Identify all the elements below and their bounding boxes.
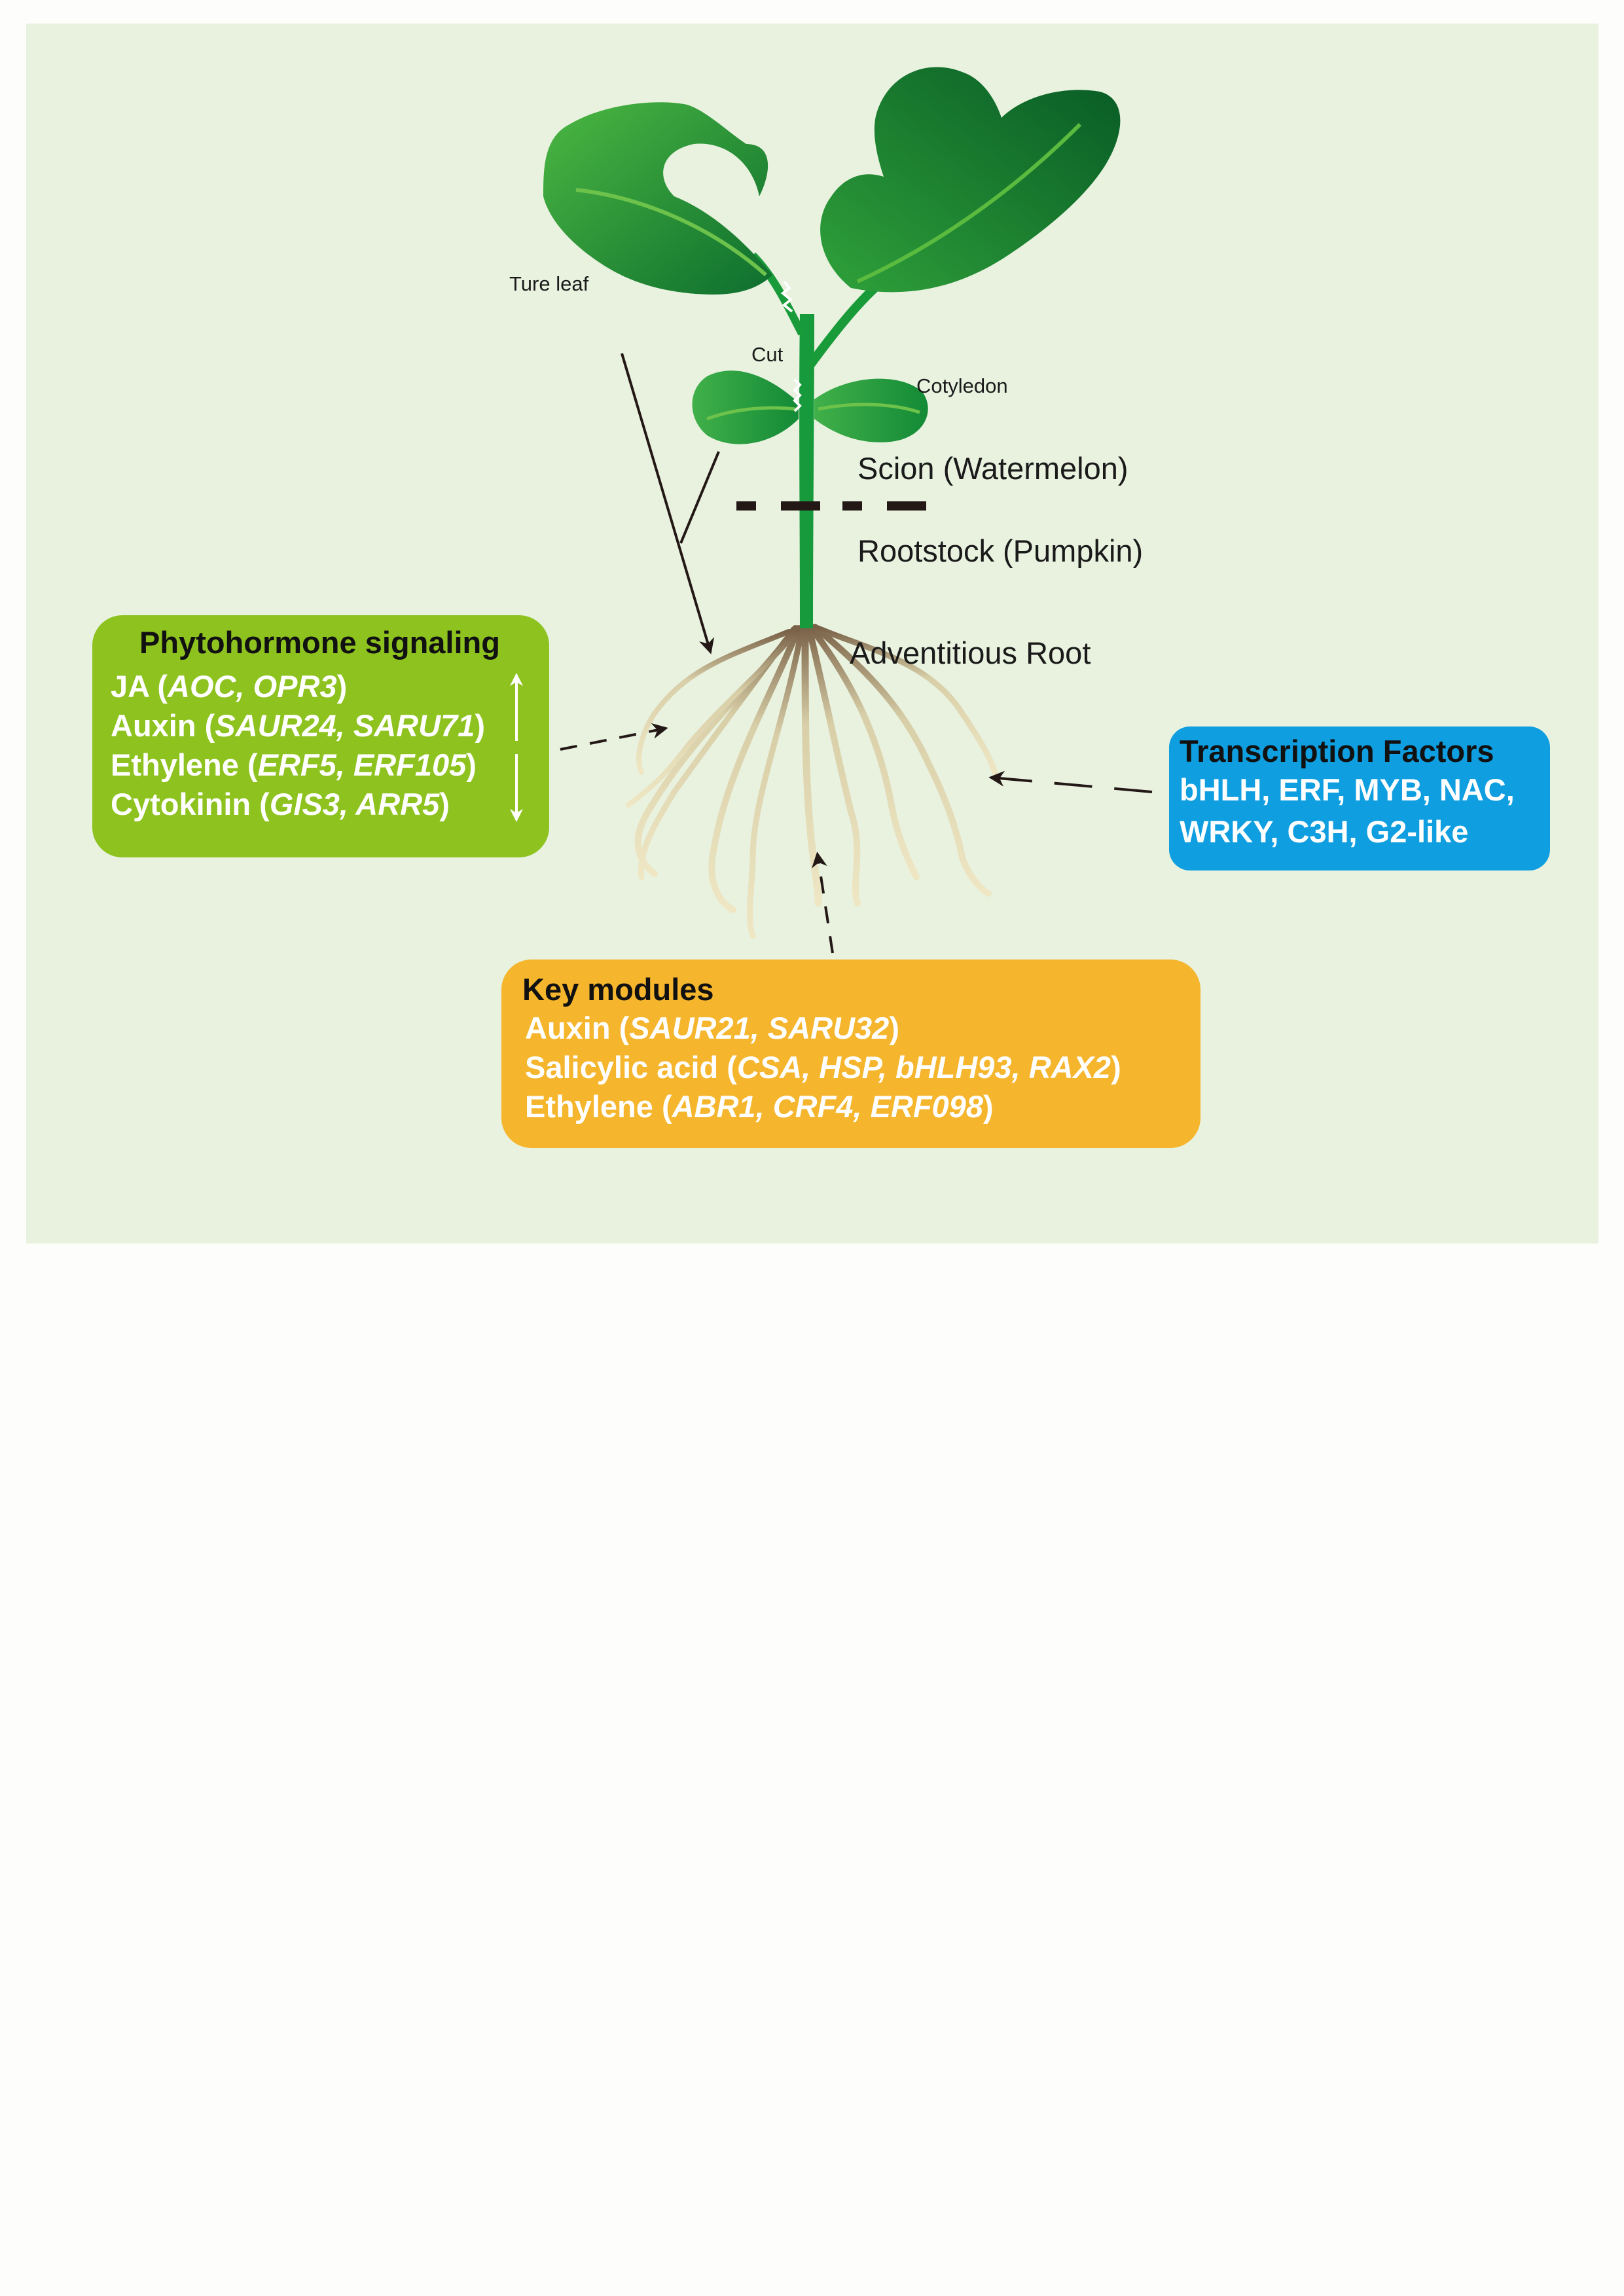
rootstock-label: Rootstock (Pumpkin) <box>857 533 1144 568</box>
tf-line-1: bHLH, ERF, MYB, NAC, <box>1180 772 1515 807</box>
tf-title: Transcription Factors <box>1180 734 1494 768</box>
cotyledon-arrow <box>679 451 720 544</box>
phyto-row-ja: JA (AOC, OPR3) <box>111 669 348 704</box>
adventitious-root-label: Adventitious Root <box>850 636 1091 670</box>
true-leaf-label: Ture leaf <box>509 272 589 295</box>
tf-arrow <box>988 770 1153 793</box>
adventitious-roots <box>626 624 998 939</box>
phyto-arrow <box>560 723 668 751</box>
phytohormone-title: Phytohormone signaling <box>139 625 500 660</box>
key-row-ethylene: Ethylene (ABR1, CRF4, ERF098) <box>525 1089 994 1124</box>
key-modules-title: Key modules <box>522 972 714 1007</box>
cotyledon-left <box>692 370 799 444</box>
cotyledon-right <box>814 378 928 442</box>
cut-label: Cut <box>751 343 784 366</box>
phyto-row-auxin: Auxin (SAUR24, SARU71) <box>111 708 485 743</box>
key-row-salicylic: Salicylic acid (CSA, HSP, bHLH93, RAX2) <box>525 1050 1121 1085</box>
stem <box>799 314 814 628</box>
key-row-auxin: Auxin (SAUR21, SARU32) <box>525 1011 899 1045</box>
key-arrow <box>812 852 834 954</box>
scion-label: Scion (Watermelon) <box>857 451 1128 486</box>
phytohormone-box: Phytohormone signaling JA (AOC, OPR3) Au… <box>92 615 549 857</box>
phyto-row-ethylene: Ethylene (ERF5, ERF105) <box>111 747 477 782</box>
key-modules-box: Key modules Auxin (SAUR21, SARU32) Salic… <box>501 960 1200 1148</box>
true-leaf-right <box>820 67 1121 293</box>
tf-line-2: WRKY, C3H, G2-like <box>1180 814 1469 849</box>
cut-mark-icon <box>780 280 793 313</box>
phyto-row-cytokinin: Cytokinin (GIS3, ARR5) <box>111 787 450 821</box>
true-leaf-arrow <box>621 353 715 655</box>
transcription-factors-box: Transcription Factors bHLH, ERF, MYB, NA… <box>1169 726 1550 870</box>
cotyledon-label: Cotyledon <box>916 374 1008 397</box>
true-leaf-left <box>543 102 772 295</box>
